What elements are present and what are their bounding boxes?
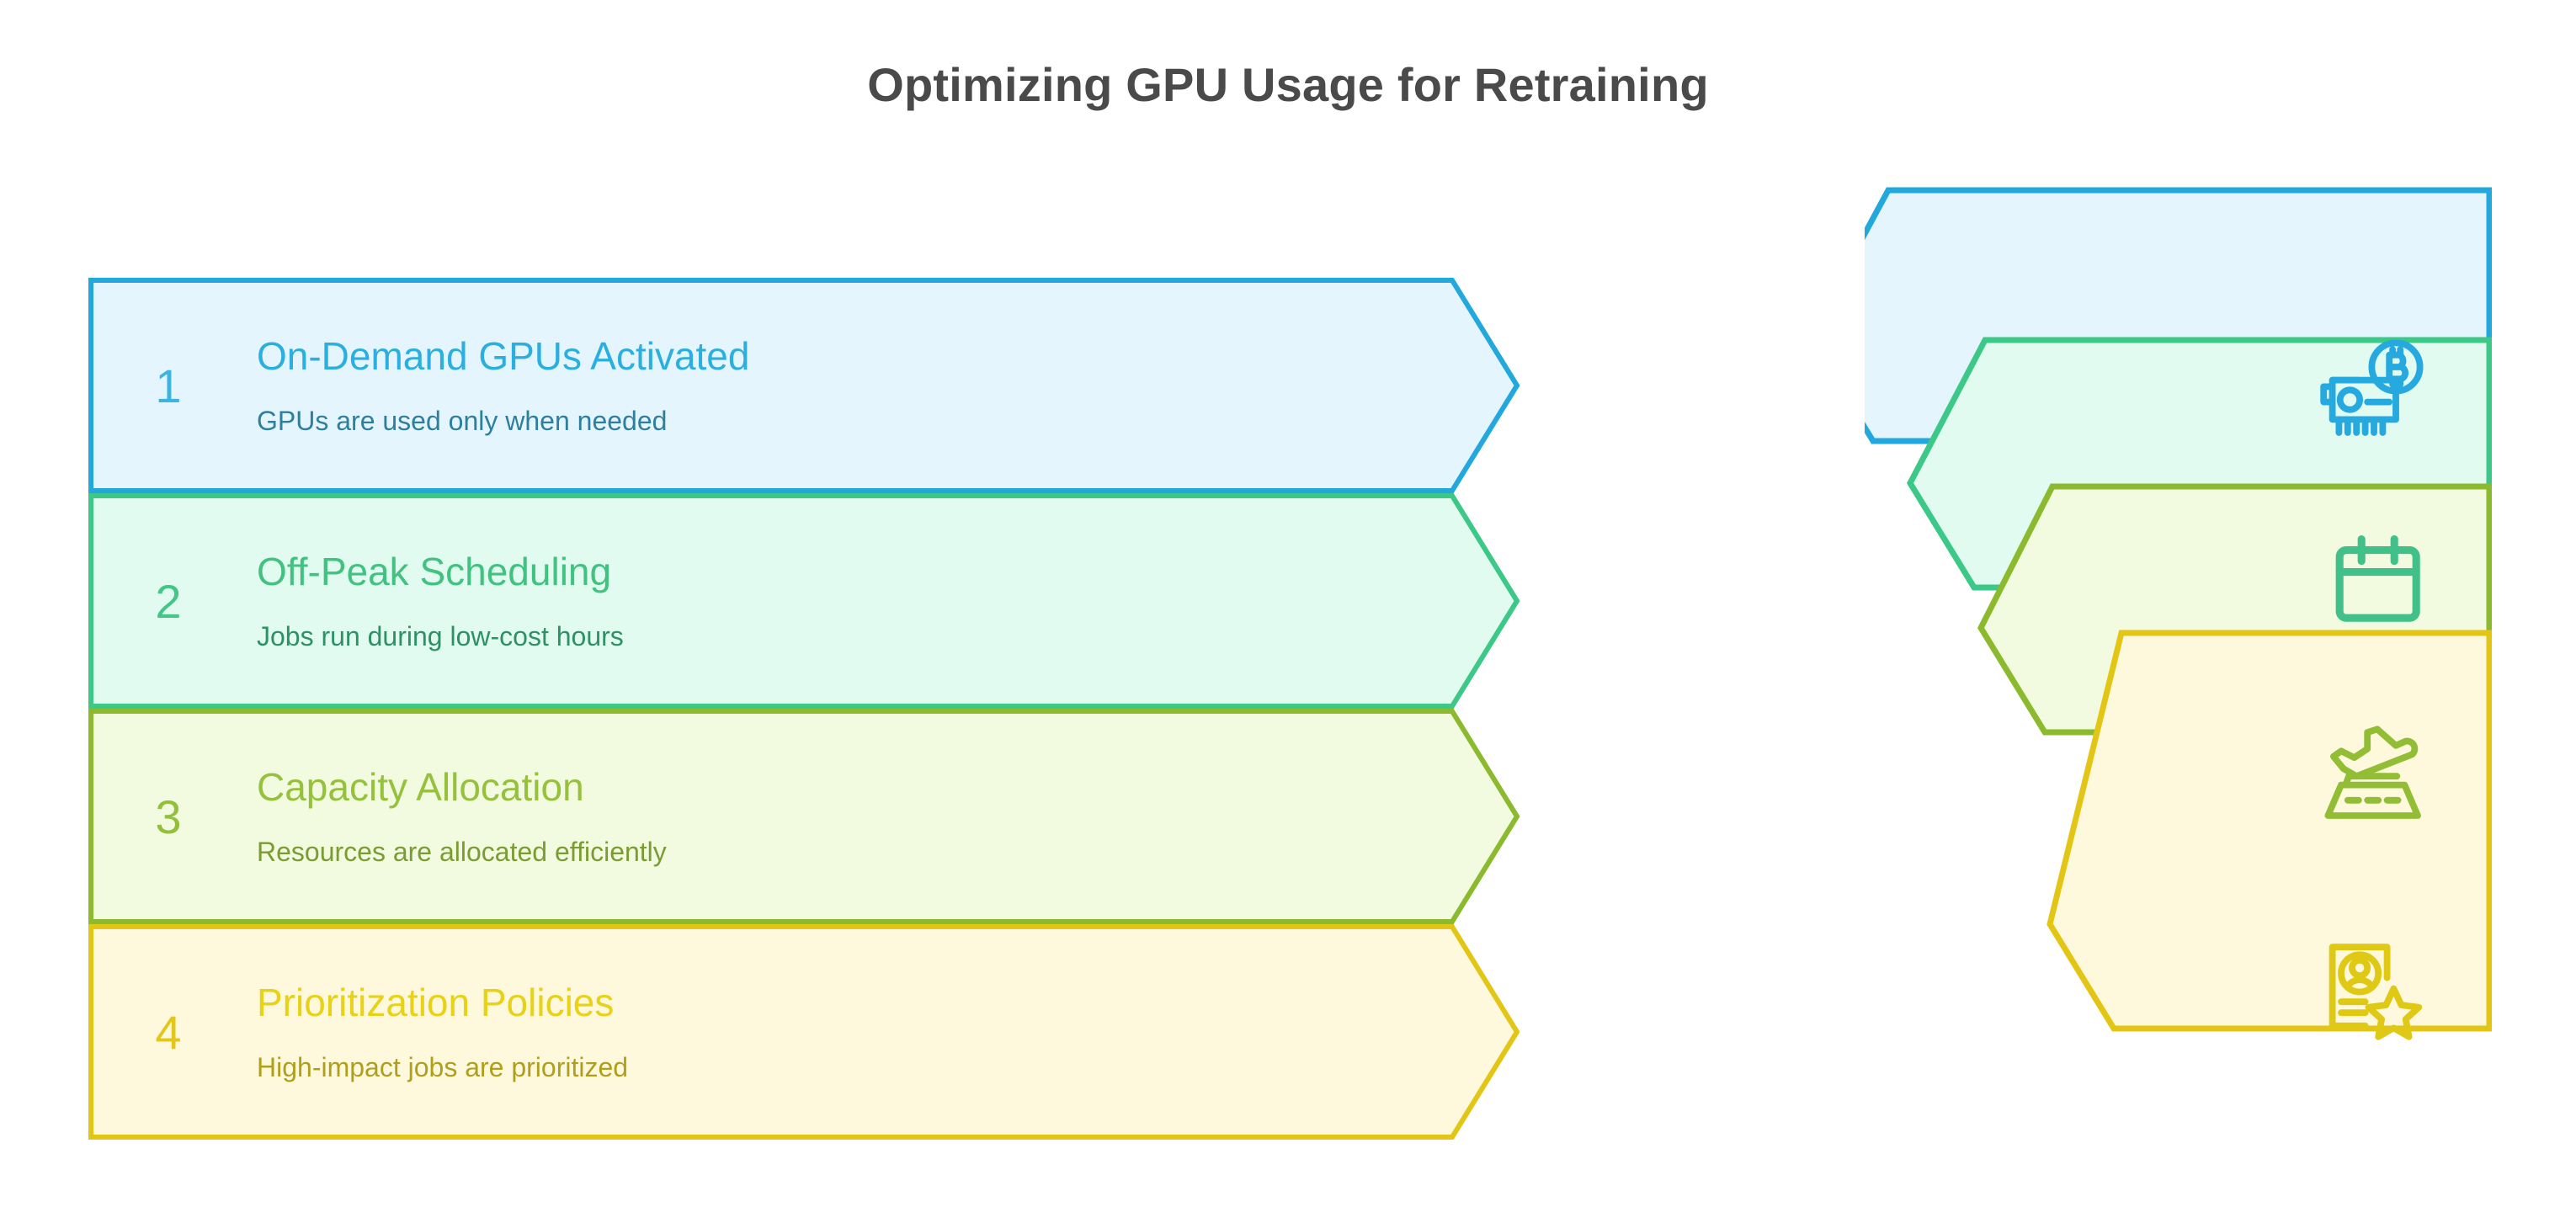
page-title: Optimizing GPU Usage for Retraining [867, 58, 1709, 111]
stage-list: 1 On-Demand GPUs Activated GPUs are used… [88, 278, 1520, 1140]
stage-text-3: Capacity Allocation Resources are alloca… [257, 709, 1351, 924]
funnel-diagram [1865, 187, 2492, 1138]
stage-text-4: Prioritization Policies High-impact jobs… [257, 924, 1351, 1140]
gpu-mining-card-icon [2319, 334, 2429, 444]
stage-number-2: 2 [155, 574, 182, 628]
stage-subtitle-1: GPUs are used only when needed [257, 406, 668, 436]
priority-user-card-icon [2319, 932, 2429, 1041]
stage-title-3: Capacity Allocation [257, 765, 584, 809]
stage-title-2: Off-Peak Scheduling [257, 550, 612, 593]
stage-number-1: 1 [155, 359, 182, 412]
stage-text-1: On-Demand GPUs Activated GPUs are used o… [257, 278, 1351, 493]
stage-text-2: Off-Peak Scheduling Jobs run during low-… [257, 493, 1351, 709]
stage-row-1[interactable]: 1 On-Demand GPUs Activated GPUs are used… [88, 278, 1520, 493]
stage-subtitle-3: Resources are allocated efficiently [257, 837, 667, 867]
stage-title-1: On-Demand GPUs Activated [257, 334, 750, 378]
stage-row-4[interactable]: 4 Prioritization Policies High-impact jo… [88, 924, 1520, 1140]
stage-title-4: Prioritization Policies [257, 981, 615, 1024]
airplane-takeoff-icon [2319, 717, 2429, 827]
stage-shape-4 [88, 924, 1520, 1140]
stage-number-4: 4 [155, 1005, 182, 1059]
stage-shape-3 [88, 709, 1520, 924]
stage-shape-1 [88, 278, 1520, 493]
stage-shape-2 [88, 493, 1520, 709]
stage-subtitle-4: High-impact jobs are prioritized [257, 1052, 629, 1082]
stage-row-3[interactable]: 3 Capacity Allocation Resources are allo… [88, 709, 1520, 924]
stage-row-2[interactable]: 2 Off-Peak Scheduling Jobs run during lo… [88, 493, 1520, 709]
stage-subtitle-2: Jobs run during low-cost hours [257, 621, 624, 651]
stage-number-3: 3 [155, 789, 182, 843]
calendar-icon [2324, 526, 2434, 635]
